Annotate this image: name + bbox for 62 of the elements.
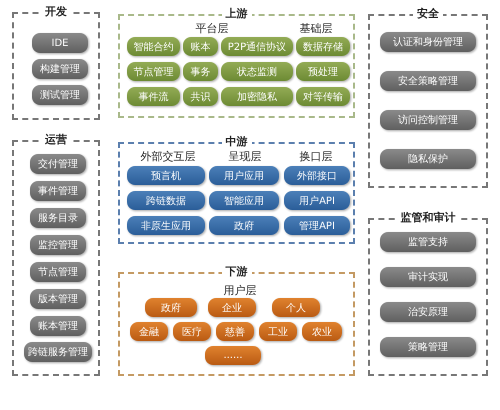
module-box: 对等传输 bbox=[296, 87, 350, 106]
layer-heading: 用户层 bbox=[224, 284, 256, 297]
group-heading: 开发 bbox=[41, 5, 71, 19]
module-box: 事件流 bbox=[127, 87, 180, 106]
module-box: 数据存储 bbox=[296, 37, 350, 56]
module-box: 工业 bbox=[259, 322, 297, 341]
module-box: 版本管理 bbox=[30, 289, 86, 309]
module-box: 隐私保护 bbox=[380, 149, 476, 169]
module-box: 节点管理 bbox=[127, 62, 180, 81]
group-heading: 上游 bbox=[222, 7, 252, 21]
module-box: 加密隐私 bbox=[221, 87, 293, 106]
module-box: 政府 bbox=[209, 216, 279, 235]
module-box: 跨链数据 bbox=[127, 191, 205, 210]
module-box: 事件管理 bbox=[30, 181, 86, 201]
module-box: 账本 bbox=[183, 37, 218, 56]
module-box: 审计实现 bbox=[380, 267, 476, 287]
module-box: 金融 bbox=[130, 322, 168, 341]
module-box: 智能合约 bbox=[127, 37, 180, 56]
group-heading: 监管和审计 bbox=[396, 211, 460, 225]
module-box: 事务 bbox=[183, 62, 218, 81]
group-heading: 中游 bbox=[222, 135, 252, 149]
module-box: 服务目录 bbox=[30, 208, 86, 228]
module-box: P2P通信协议 bbox=[221, 37, 293, 56]
group-heading: 安全 bbox=[413, 7, 443, 21]
module-box: ...... bbox=[205, 346, 261, 365]
module-box: 构建管理 bbox=[32, 59, 88, 79]
module-box: 账本管理 bbox=[30, 316, 86, 336]
module-box: 用户API bbox=[284, 191, 350, 210]
layer-heading: 基础层 bbox=[300, 22, 332, 35]
module-box: 医疗 bbox=[173, 322, 211, 341]
module-box: 共识 bbox=[183, 87, 218, 106]
module-box: 政府 bbox=[145, 298, 197, 317]
module-box: 企业 bbox=[208, 298, 256, 317]
module-box: 用户应用 bbox=[209, 166, 279, 185]
module-box: 测试管理 bbox=[32, 85, 88, 105]
module-box: 慈善 bbox=[216, 322, 254, 341]
module-box: 个人 bbox=[272, 298, 320, 317]
layer-heading: 呈现层 bbox=[228, 150, 262, 163]
module-box: 访问控制管理 bbox=[380, 110, 476, 130]
module-box: 状态监测 bbox=[221, 62, 293, 81]
layer-heading: 平台层 bbox=[196, 22, 228, 35]
module-box: 跨链服务管理 bbox=[24, 342, 92, 362]
module-box: 策略管理 bbox=[380, 337, 476, 357]
module-box: 认证和身份管理 bbox=[380, 32, 476, 52]
group-heading: 运营 bbox=[41, 133, 71, 147]
layer-heading: 换口层 bbox=[300, 150, 332, 163]
module-box: 监管支持 bbox=[380, 232, 476, 252]
module-box: 外部接口 bbox=[284, 166, 350, 185]
module-box: 预处理 bbox=[296, 62, 350, 81]
group-heading: 下游 bbox=[222, 265, 252, 279]
module-box: 农业 bbox=[302, 322, 342, 341]
module-box: 管理API bbox=[284, 216, 350, 235]
layer-heading: 外部交互层 bbox=[140, 150, 196, 163]
module-box: IDE bbox=[32, 33, 88, 53]
module-box: 非原生应用 bbox=[127, 216, 205, 235]
module-box: 治安原理 bbox=[380, 302, 476, 322]
module-box: 交付管理 bbox=[30, 154, 86, 174]
module-box: 智能应用 bbox=[209, 191, 279, 210]
module-box: 监控管理 bbox=[30, 235, 86, 255]
module-box: 节点管理 bbox=[30, 262, 86, 282]
module-box: 预言机 bbox=[127, 166, 205, 185]
module-box: 安全策略管理 bbox=[380, 71, 476, 91]
